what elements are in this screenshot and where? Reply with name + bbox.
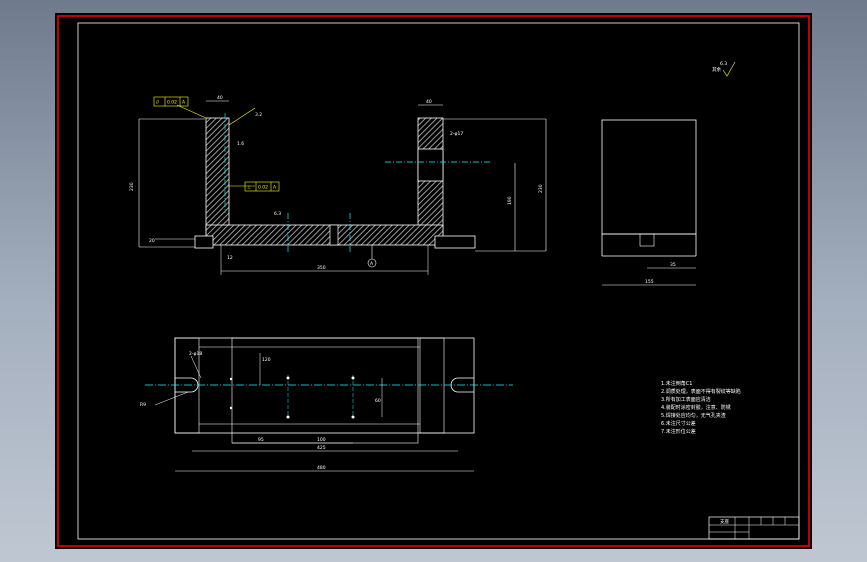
tol2-datum: A bbox=[273, 185, 277, 191]
side-dim-total-text: 155 bbox=[645, 279, 654, 285]
plan-dim-total-text: 480 bbox=[317, 465, 326, 471]
note-1: 1.未注倒角C1 bbox=[661, 380, 692, 387]
side-view: 35 155 bbox=[601, 119, 697, 286]
tol1-symbol: // bbox=[156, 100, 160, 106]
tol2-symbol: ⊥ bbox=[247, 185, 251, 191]
plan-view: 95 100 425 480 R9 2-φ18 120 60 bbox=[140, 337, 513, 472]
note-6: 6.未注尺寸公差 bbox=[661, 420, 696, 427]
plan-holes bbox=[229, 375, 355, 419]
plan-leader-slot bbox=[190, 355, 202, 379]
dim-base-small-text: 20 bbox=[149, 238, 155, 244]
tol1-value: 0.02 bbox=[167, 100, 177, 106]
note-7: 7.未注形位公差 bbox=[661, 428, 696, 435]
drawing-svg: // 0.02 A ⊥ 0.02 A 40 40 2-φ17 230 230 bbox=[57, 15, 810, 547]
roughness-symbol: 其余 6.3 bbox=[712, 61, 736, 77]
tolerance-frame-1: // 0.02 A bbox=[153, 96, 189, 107]
plan-dim-h-text: 120 bbox=[262, 357, 271, 363]
title-block: 支座 bbox=[708, 516, 800, 540]
front-base-hole bbox=[329, 224, 339, 246]
dim-right-height-text: 230 bbox=[538, 184, 544, 193]
dim-base-width-text: 350 bbox=[317, 265, 326, 271]
technical-notes: 1.未注倒角C1 2.调质处理，表面不得有裂纹等缺陷 3.所有加工表面应清洁 4… bbox=[661, 380, 741, 435]
tol2-value: 0.02 bbox=[258, 185, 268, 191]
note-3: 3.所有加工表面应清洁 bbox=[661, 396, 711, 403]
dim-wall-left-text: 40 bbox=[217, 95, 223, 101]
note-2: 2.调质处理，表面不得有裂纹等缺陷 bbox=[661, 388, 741, 395]
note-5: 5.焊接处应均匀，无气孔夹渣 bbox=[661, 412, 726, 419]
tol1-datum: A bbox=[182, 100, 186, 106]
dim-overall-height-text: 230 bbox=[129, 182, 135, 191]
side-view-body bbox=[601, 119, 697, 235]
dim-1-6-text: 1.6 bbox=[237, 141, 244, 147]
plan-leader-r9 bbox=[154, 391, 189, 406]
dim-6-3-text: 6.3 bbox=[274, 211, 281, 217]
leader-left bbox=[228, 107, 256, 126]
plan-dim-slot-text: 2-φ18 bbox=[189, 351, 202, 357]
leader-tol1 bbox=[176, 104, 207, 119]
dim-left-12-text: 12 bbox=[227, 255, 233, 261]
drawing-sheet[interactable]: // 0.02 A ⊥ 0.02 A 40 40 2-φ17 230 230 bbox=[55, 13, 812, 549]
plan-dim-95-text: 95 bbox=[258, 437, 264, 443]
plan-inner-left bbox=[174, 337, 200, 434]
front-right-hole bbox=[417, 148, 444, 182]
title-block-name: 支座 bbox=[720, 518, 729, 525]
note-4: 4.装配时涂密封胶，注意、防锈 bbox=[661, 404, 731, 411]
side-view-slot bbox=[639, 233, 655, 247]
front-flange-right bbox=[434, 235, 476, 249]
front-view: // 0.02 A ⊥ 0.02 A 40 40 2-φ17 230 230 bbox=[129, 95, 547, 275]
plan-dim-100-text: 100 bbox=[317, 437, 326, 443]
outer-border bbox=[57, 15, 810, 547]
dim-inner-height-text: 190 bbox=[507, 196, 513, 205]
plan-inner-right bbox=[419, 337, 445, 434]
dim-hole-right-text: 2-φ17 bbox=[450, 131, 463, 137]
roughness-label: 其余 bbox=[712, 66, 721, 73]
plan-dim-h2-text: 60 bbox=[375, 398, 381, 404]
roughness-value: 6.3 bbox=[720, 61, 727, 67]
inner-border bbox=[77, 22, 800, 540]
plan-dim-425-text: 425 bbox=[317, 445, 326, 451]
dim-3-2-text: 3.2 bbox=[255, 112, 262, 118]
front-base bbox=[205, 224, 444, 246]
front-left-wall bbox=[205, 117, 230, 235]
side-dim-35-text: 35 bbox=[670, 262, 676, 268]
datum-a-text: A bbox=[370, 261, 374, 267]
tolerance-frame-2: ⊥ 0.02 A bbox=[244, 181, 280, 192]
dim-wall-right-text: 40 bbox=[426, 99, 432, 105]
front-flange-left bbox=[194, 235, 214, 249]
plan-outer bbox=[174, 337, 475, 434]
plan-dim-r-text: R9 bbox=[140, 402, 146, 408]
